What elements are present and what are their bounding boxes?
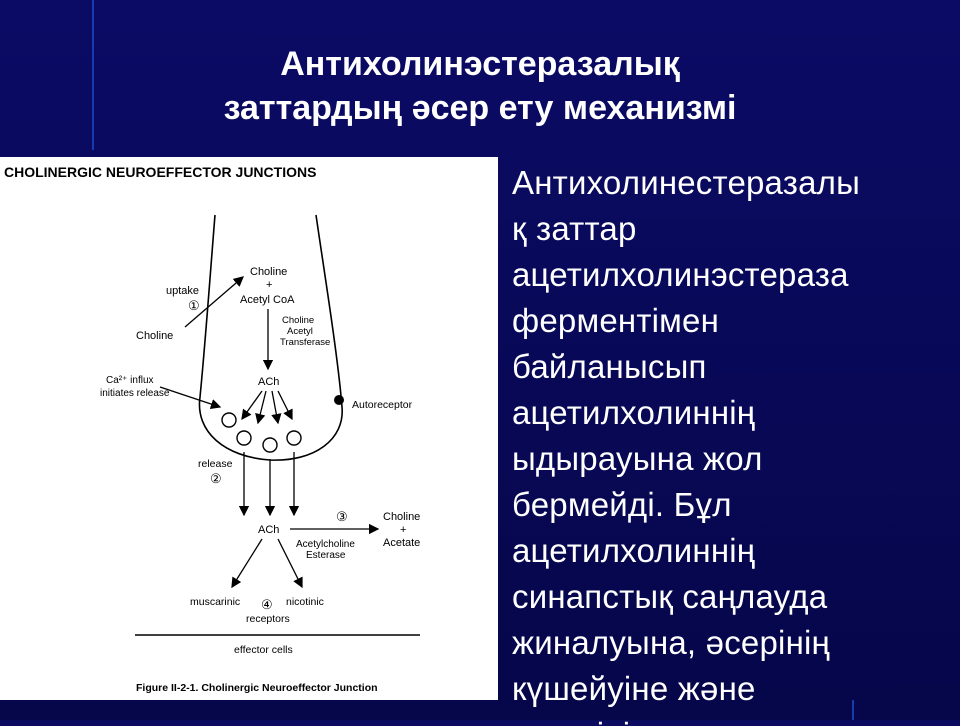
label-acetyl-coa: Acetyl CoA [240, 294, 295, 306]
label-choline-left: Choline [136, 330, 173, 342]
label-nicotinic: nicotinic [286, 596, 324, 608]
body-line: байланысып [512, 348, 707, 385]
label-choline-top: Choline [250, 266, 287, 278]
label-choline-right: Choline [383, 511, 420, 523]
body-line: ацетилхолиннің [512, 532, 756, 569]
label-receptors: receptors [246, 613, 290, 625]
vesicle [286, 430, 302, 446]
label-ca-influx: Ca²⁺ influx [106, 375, 154, 386]
vesicle-arrow [277, 390, 293, 421]
body-line: Антихолинестеразалы [512, 164, 860, 201]
body-line: бермейді. Бұл [512, 486, 732, 523]
label-release: release [198, 458, 233, 470]
label-step3: ③ [336, 509, 348, 524]
vesicle-arrow [255, 390, 267, 425]
nicotinic-arrow [277, 538, 303, 589]
label-cat-1: Choline [282, 315, 314, 326]
label-autoreceptor: Autoreceptor [352, 399, 413, 411]
body-line: ферментімен [512, 302, 720, 339]
body-line: ацетилхолинэстераза [512, 256, 849, 293]
vesicle-arrow [271, 390, 282, 425]
label-step4: ④ [261, 597, 273, 612]
label-step2: ② [210, 471, 222, 486]
body-line: синапстық саңлауда [512, 578, 828, 615]
title-line-2: заттардың әсер ету механизмі [223, 89, 737, 127]
autoreceptor-dot [334, 395, 344, 405]
label-muscarinic: muscarinic [190, 596, 240, 608]
label-cat-3: Transferase [280, 337, 330, 348]
label-ach-bottom: ACh [258, 524, 279, 536]
title-line-1: Антихолинэстеразалық [280, 45, 680, 83]
label-ache-1: Acetylcholine [296, 539, 355, 550]
body-text: Антихолинестеразалы қ заттар ацетилхолин… [512, 160, 952, 726]
label-ach-top: ACh [258, 376, 279, 388]
label-uptake: uptake [166, 285, 199, 297]
body-line: жиналуына, әсерінің [512, 624, 830, 661]
cholinergic-junction-diagram: CHOLINERGIC NEUROEFFECTOR JUNCTIONS upta… [4, 164, 420, 694]
accent-line [92, 0, 94, 150]
label-acetate: Acetate [383, 537, 420, 549]
label-cat-2: Acetyl [287, 326, 313, 337]
body-line: ацетилхолиннің [512, 394, 756, 431]
slide-title: Антихолинэстеразалық заттардың әсер ету … [110, 42, 850, 130]
body-line: күшейуіне және [512, 670, 756, 707]
vesicle [262, 437, 278, 453]
body-line-cut-off: кезеңінің ұзаруына [512, 712, 804, 726]
body-line: қ заттар [512, 210, 637, 247]
ca-influx-arrow [159, 386, 222, 410]
body-line: ыдырауына жол [512, 440, 763, 477]
label-effector-cells: effector cells [234, 644, 293, 656]
vesicle-arrow [241, 390, 263, 421]
label-plus-top: + [266, 279, 272, 291]
figure-caption: Figure II-2-1. Cholinergic Neuroeffector… [136, 682, 378, 694]
uptake-arrow [184, 276, 244, 328]
vesicle [236, 430, 252, 446]
accent-line [852, 700, 854, 720]
label-ache-2: Esterase [306, 550, 346, 561]
vesicle [221, 412, 237, 428]
label-plus-right: + [400, 524, 406, 536]
label-initiates-release: initiates release [100, 388, 170, 399]
figure-panel: CHOLINERGIC NEUROEFFECTOR JUNCTIONS upta… [0, 157, 498, 700]
label-step1: ① [188, 298, 200, 313]
figure-heading: CHOLINERGIC NEUROEFFECTOR JUNCTIONS [4, 164, 316, 180]
muscarinic-arrow [231, 538, 263, 589]
